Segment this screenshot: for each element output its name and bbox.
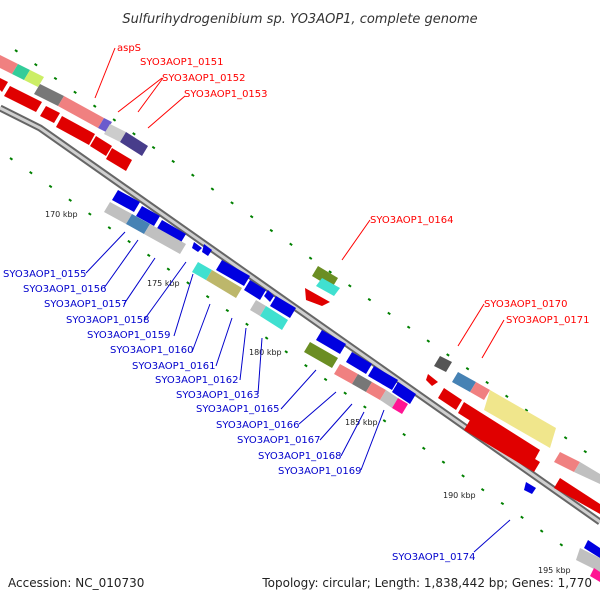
cds-blue-1 <box>112 190 140 212</box>
forward-cds-track <box>0 78 600 514</box>
gene-label: SYO3AOP1_0166 <box>216 420 300 431</box>
cds-red-6 <box>106 148 132 171</box>
red-leader-lines <box>94 47 505 359</box>
topology-summary-text: Topology: circular; Length: 1,838,442 bp… <box>261 576 592 590</box>
cds-red-10 <box>458 402 540 461</box>
red-gene-labels: aspS SYO3AOP1_0151 SYO3AOP1_0152 SYO3AOP… <box>117 43 590 326</box>
cds-red-9 <box>438 388 462 410</box>
gene-label: SYO3AOP1_0162 <box>155 375 239 386</box>
gene-label: SYO3AOP1_0169 <box>278 466 362 477</box>
cds-blue-2 <box>136 206 160 226</box>
gene-label: SYO3AOP1_0152 <box>162 73 246 84</box>
cds-blue-11 <box>346 352 372 374</box>
gene-label: aspS <box>117 43 141 54</box>
gene-label: SYO3AOP1_0174 <box>392 552 476 563</box>
cds-blue-8 <box>264 290 274 302</box>
cds-red-4 <box>56 116 95 145</box>
cds-blue-12 <box>368 366 398 390</box>
blue-gene-labels: SYO3AOP1_0155 SYO3AOP1_0156 SYO3AOP1_015… <box>3 269 476 563</box>
gene-label: SYO3AOP1_0170 <box>484 299 568 310</box>
gene-label: SYO3AOP1_0158 <box>66 315 150 326</box>
genome-backbone <box>0 104 600 525</box>
gene-label: SYO3AOP1_0164 <box>370 215 454 226</box>
kbp-tick-label: 180 kbp <box>249 348 282 357</box>
tick-tracks <box>9 49 600 573</box>
blue-leader-lines <box>85 231 511 553</box>
reverse-cds-track <box>112 190 600 558</box>
gene-label: SYO3AOP1_0161 <box>132 361 216 372</box>
map-title: Sulfurihydrogenibium sp. YO3AOP1, comple… <box>122 12 477 27</box>
gene-label: SYO3AOP1_0151 <box>140 57 224 68</box>
gene-label: SYO3AOP1_0171 <box>506 315 590 326</box>
gene-label: SYO3AOP1_0157 <box>44 299 128 310</box>
cds-blue-3 <box>156 220 186 244</box>
cds-blue-9 <box>270 296 296 318</box>
cds-red-3 <box>40 106 60 123</box>
cds-blue-5 <box>202 244 212 256</box>
gene-label: SYO3AOP1_0167 <box>237 435 321 446</box>
cds-blue-15 <box>584 540 600 558</box>
accession-text: Accession: NC_010730 <box>8 576 144 590</box>
cds-red-5 <box>90 136 112 156</box>
kbp-tick-label: 185 kbp <box>345 418 378 427</box>
kbp-tick-label: 190 kbp <box>443 491 476 500</box>
cds-blue-7 <box>244 280 266 300</box>
kbp-tick-label: 170 kbp <box>45 210 78 219</box>
feature-tracks <box>0 55 600 582</box>
cds-red-7 <box>305 288 330 306</box>
cds-red-1 <box>0 78 8 92</box>
gene-label: SYO3AOP1_0163 <box>176 390 260 401</box>
cds-blue-6 <box>216 260 250 286</box>
gene-label: SYO3AOP1_0160 <box>110 345 194 356</box>
gene-label: SYO3AOP1_0159 <box>87 330 171 341</box>
cds-blue-13 <box>392 382 416 404</box>
cds-blue-10 <box>316 330 346 354</box>
gene-label: SYO3AOP1_0168 <box>258 451 342 462</box>
gene-label: SYO3AOP1_0155 <box>3 269 87 280</box>
kbp-tick-label: 175 kbp <box>147 279 180 288</box>
gene-label: SYO3AOP1_0165 <box>196 404 280 415</box>
cds-red-8 <box>426 374 438 386</box>
kbp-tick-label: 195 kbp <box>538 566 571 575</box>
cds-blue-14 <box>524 482 536 494</box>
cds-red-12 <box>554 478 600 514</box>
gene-label: SYO3AOP1_0156 <box>23 284 107 295</box>
gene-label: SYO3AOP1_0153 <box>184 89 268 100</box>
cds-red-11 <box>464 420 540 472</box>
cds-red-2 <box>4 86 42 112</box>
cds-blue-4 <box>192 242 202 252</box>
kbp-tick-labels: 170 kbp 175 kbp 180 kbp 185 kbp 190 kbp … <box>45 210 571 575</box>
